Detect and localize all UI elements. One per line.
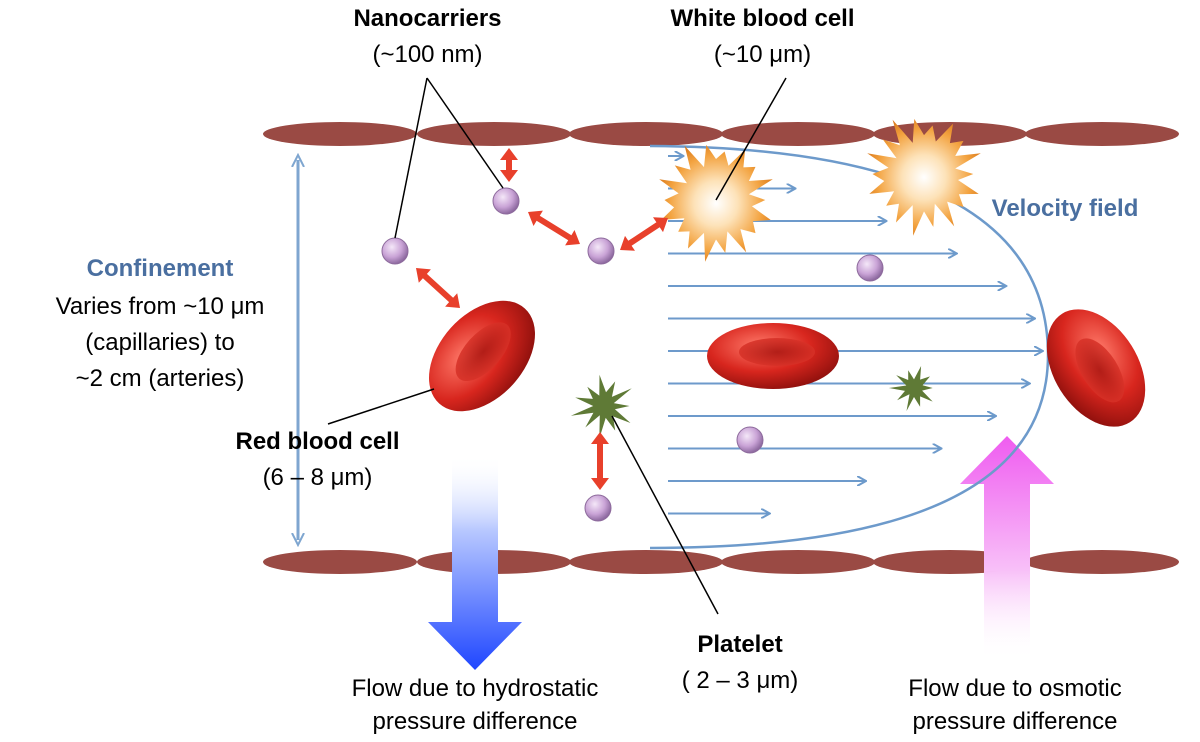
osmotic-flow-line-2: pressure difference — [912, 708, 1118, 735]
nanocarrier-6 — [584, 494, 612, 522]
nanocarriers-title: Nanocarriers — [353, 5, 502, 32]
interaction-arrow-1 — [500, 148, 518, 182]
nanocarrier-4 — [856, 254, 884, 282]
red-blood-cell-middle — [707, 323, 839, 389]
white-blood-cell-size: (~10 μm) — [713, 41, 812, 68]
confinement-line-2: (capillaries) to — [85, 329, 235, 356]
leader-lines — [327, 77, 787, 615]
platelet-size: ( 2 – 3 μm) — [681, 667, 799, 694]
interaction-arrow-3 — [528, 210, 580, 246]
interaction-arrows — [416, 148, 668, 490]
red-blood-cell-right — [1046, 309, 1146, 427]
platelet-2 — [888, 366, 933, 411]
hydrostatic-flow-line-2: pressure difference — [372, 708, 578, 735]
red-blood-cell-left — [429, 300, 535, 412]
confinement-line-3: ~2 cm (arteries) — [75, 365, 245, 392]
white-blood-cell-2 — [867, 118, 981, 236]
interaction-arrow-5 — [591, 432, 609, 490]
hydrostatic-flow-arrow — [428, 455, 522, 670]
red-blood-cell-size: (6 – 8 μm) — [262, 464, 373, 491]
confinement-title: Confinement — [86, 255, 234, 282]
osmotic-flow-line-1: Flow due to osmotic — [908, 675, 1122, 702]
osmotic-flow-arrow — [960, 436, 1054, 660]
nanocarrier-3 — [587, 237, 615, 265]
nanocarrier-5 — [736, 426, 764, 454]
red-blood-cell-title: Red blood cell — [235, 428, 400, 455]
platelet-title: Platelet — [697, 631, 783, 658]
interaction-arrow-4 — [620, 217, 668, 251]
vessel-wall-bottom — [263, 550, 1179, 574]
hydrostatic-flow-line-1: Flow due to hydrostatic — [351, 675, 599, 702]
nanocarrier-2 — [492, 187, 520, 215]
nanocarriers-size: (~100 nm) — [372, 41, 483, 68]
velocity-field-label: Velocity field — [991, 195, 1139, 222]
vessel-wall-top — [263, 122, 1179, 146]
interaction-arrow-2 — [416, 268, 460, 308]
confinement-line-1: Varies from ~10 μm — [55, 293, 265, 320]
white-blood-cell-1 — [659, 144, 773, 262]
nanocarriers — [381, 187, 884, 522]
nanocarrier-1 — [381, 237, 409, 265]
white-blood-cell-title: White blood cell — [670, 5, 855, 32]
platelet-1 — [570, 374, 632, 439]
